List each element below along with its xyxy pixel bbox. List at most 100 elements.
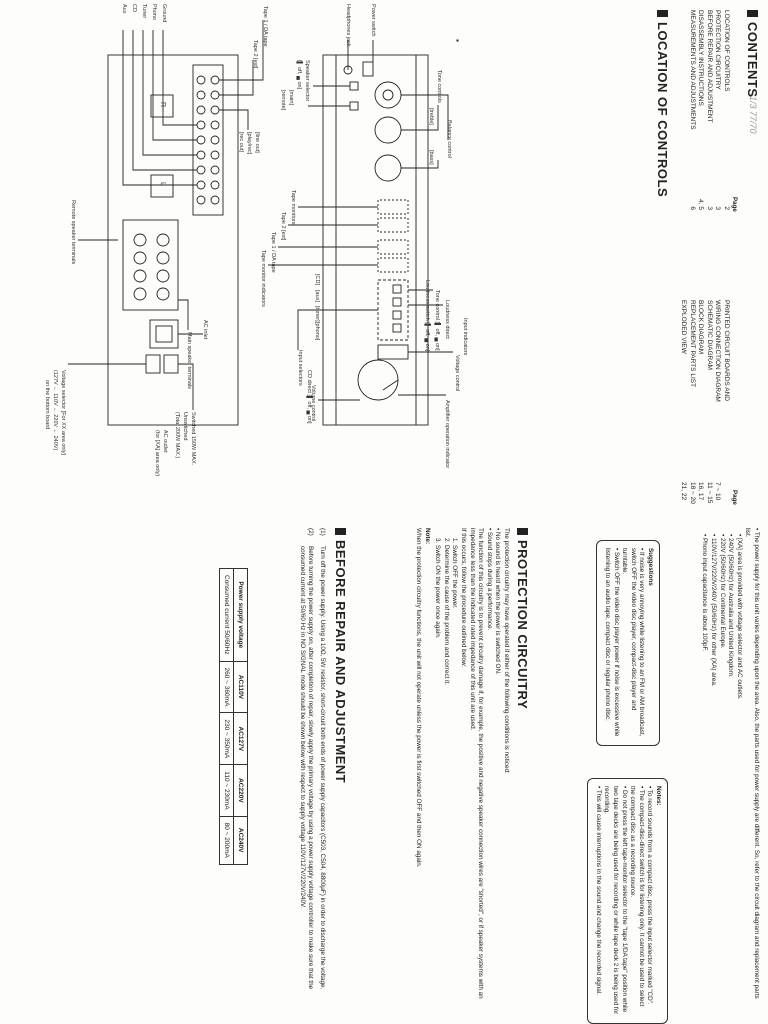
protection-step: 2. Determine the cause of the problem an…	[442, 538, 450, 686]
label-tape-monitor-indicators: Tape monitor indicators	[260, 250, 266, 307]
label-main-speaker-terminals: Main speaker terminals	[186, 332, 192, 389]
label-rear-line-out: [line out]	[254, 132, 260, 153]
repair-step: (2)Before turning the power supply on, a…	[297, 528, 315, 1008]
suggestion-item: • Switch OFF the video disc player power…	[604, 548, 620, 737]
protection-step: 3. Switch ON the power once again.	[434, 538, 442, 639]
label-unswitched: Unswitched	[182, 412, 188, 441]
label-cd-input: CD	[131, 4, 137, 12]
front-panel-diagram	[456, 39, 459, 42]
repair-steps: (1) Turn off the power supply. Using a 10…	[294, 528, 326, 1008]
label-speaker-selector: Speaker selector	[304, 60, 310, 102]
table-value-cell: 260 ~ 360mA	[219, 661, 234, 713]
label-phono-input: Phono	[151, 4, 157, 20]
protection-note: When the protection circuitry functions,…	[415, 528, 423, 868]
label-aux-input: Aux	[121, 4, 127, 14]
table-header-cell: AC127V	[233, 712, 248, 765]
label-rear-tape1: Tape 1 / DA tape	[262, 6, 268, 47]
note-item: • Do not press the left tape-monitor sel…	[603, 786, 628, 1015]
table-value-cell: 80 ~ 200mA	[219, 816, 234, 865]
label-channel-r: R	[159, 102, 166, 108]
label-loudness-switch: Loudness switch [▌ off, ▄ on]	[424, 280, 430, 352]
power-note-item: • 220V (50/60Hz) for Continental Europe.	[718, 534, 726, 649]
label-ac-outlet: AC outlet	[162, 430, 168, 453]
speaker-terminal-block	[122, 219, 179, 311]
label-channel-l: L	[159, 182, 166, 186]
protection-step: 1. Switch OFF the power.	[451, 538, 459, 609]
rca-jack-block	[192, 64, 224, 216]
protection-body: The protection circuitry may have operat…	[413, 528, 510, 1008]
label-voltage-control: Voltage control	[454, 355, 460, 392]
repair-step-number: (2)	[307, 528, 315, 536]
label-aux: [aux]	[314, 290, 320, 302]
power-note-item: • 110V/127V/220V/240V (50/60Hz) for othe…	[710, 534, 718, 687]
power-supply-notes: • The power supply for this unit varies …	[700, 528, 760, 1008]
label-rear-play-rec: [play/rec]	[246, 132, 252, 155]
power-note-item: • 240V (50/60Hz) for Australia and Unite…	[727, 534, 735, 678]
protection-item: • No sound is heard when the power is sw…	[494, 528, 502, 675]
suggestions-title: Suggestions	[647, 548, 654, 586]
suggestion-item: • If noise is very annoying while listen…	[621, 548, 646, 737]
notes-list: • To record sounds from a compact disc, …	[593, 786, 654, 1016]
volume-knob	[357, 359, 399, 401]
notes-box: Notes: • To record sounds from a compact…	[587, 778, 668, 1024]
power-note-item: • The power supply for this unit varies …	[744, 528, 760, 999]
label-remote: [remote]	[280, 90, 286, 111]
suggestions-box: Suggestions • If noise is very annoying …	[596, 540, 660, 746]
protection-item: • Sound stops during a performance.	[485, 528, 493, 631]
note-item: • This will cause interruptions in the s…	[594, 786, 602, 995]
label-tone-control-switch: Tone control [▌ off, ▄ on]	[434, 290, 440, 351]
label-remote-speaker-terminals: Remote speaker terminals	[70, 200, 76, 265]
label-total: (Total 200W MAX.)	[174, 412, 180, 459]
label-power-switch: Power switch	[370, 4, 376, 37]
table-value-cell: 230 ~ 350mA	[219, 712, 234, 765]
table-row-label: Consumed current 50/60Hz	[219, 568, 234, 661]
balance-knob	[374, 81, 402, 109]
label-input-indicators: Input indicators	[462, 318, 468, 356]
protection-procedure-intro: If this occurs, follow the procedure out…	[460, 528, 468, 668]
label-switched: Switched 150W MAX.	[190, 412, 196, 466]
label-tuner-input: Tuner	[141, 4, 147, 19]
protection-items: • No sound is heard when the power is sw…	[484, 528, 502, 1008]
note-item: • The compact-disc-direct switch is for …	[629, 786, 645, 1007]
label-voltage-selector: Voltage selector [For XX area only]	[60, 370, 66, 455]
table-value-cell: 110 ~ 230mA	[219, 764, 234, 817]
table-header-cell: Power supply voltage	[233, 568, 248, 661]
label-speaker-selector-options: [▌ off, ▄ on]	[296, 60, 302, 90]
label-cd: [CD]	[314, 274, 320, 285]
ac-inlet	[149, 319, 179, 349]
label-volume-control: Volume control	[310, 385, 316, 422]
label-headphones-jack: Headphones jack	[345, 4, 351, 47]
label-tone-controls: Tone controls	[436, 70, 442, 103]
repair-heading: BEFORE REPAIR AND ADJUSTMENT	[333, 528, 348, 783]
front-panel-outline	[322, 54, 429, 426]
label-tape-monitors: Tape monitors	[290, 190, 296, 225]
label-tape2-front: Tape 2 [ext]	[280, 212, 286, 241]
protection-explanation: The function of this circuitry is to pre…	[468, 528, 485, 999]
label-main: [main]	[288, 90, 294, 105]
note-item: • To record sounds from a compact disc, …	[646, 786, 654, 1005]
label-balance-control: Balance control	[446, 120, 452, 158]
label-loudness-direct: Loudness direct	[444, 300, 450, 339]
power-note-item: • Phono input capacitance is about 100pF…	[701, 534, 709, 652]
notes-title: Notes:	[655, 786, 662, 806]
label-amplifier-indicator: Amplifier operation indicator	[444, 400, 450, 469]
label-input-selectors: Input selectors	[297, 350, 303, 386]
label-rear-rec-out: [rec out]	[238, 132, 244, 152]
label-ground: Ground	[161, 4, 167, 23]
label-rear-tape2: Tape 2 [ext]	[252, 40, 258, 69]
table-header-cell: AC110V	[233, 661, 248, 713]
label-tape1-front: Tape 1 / DA tape	[270, 232, 276, 273]
table-header-cell: AC220V	[233, 764, 248, 817]
label-ac-outlet-note: (for [XA] area only)	[154, 430, 160, 477]
protection-intro: The protection circuitry may have operat…	[503, 528, 510, 774]
label-bottom-board: on the bottom board	[44, 380, 50, 430]
repair-step-number: (1)	[319, 528, 326, 536]
label-phono: [phono]	[314, 322, 320, 341]
label-tuner: [tuner]	[314, 306, 320, 322]
label-ac-inlet: AC inlet	[202, 320, 208, 340]
repair-step-text: Turn off the power supply. Using a 10Ω, …	[319, 546, 326, 990]
label-bass: [bass]	[428, 150, 434, 165]
